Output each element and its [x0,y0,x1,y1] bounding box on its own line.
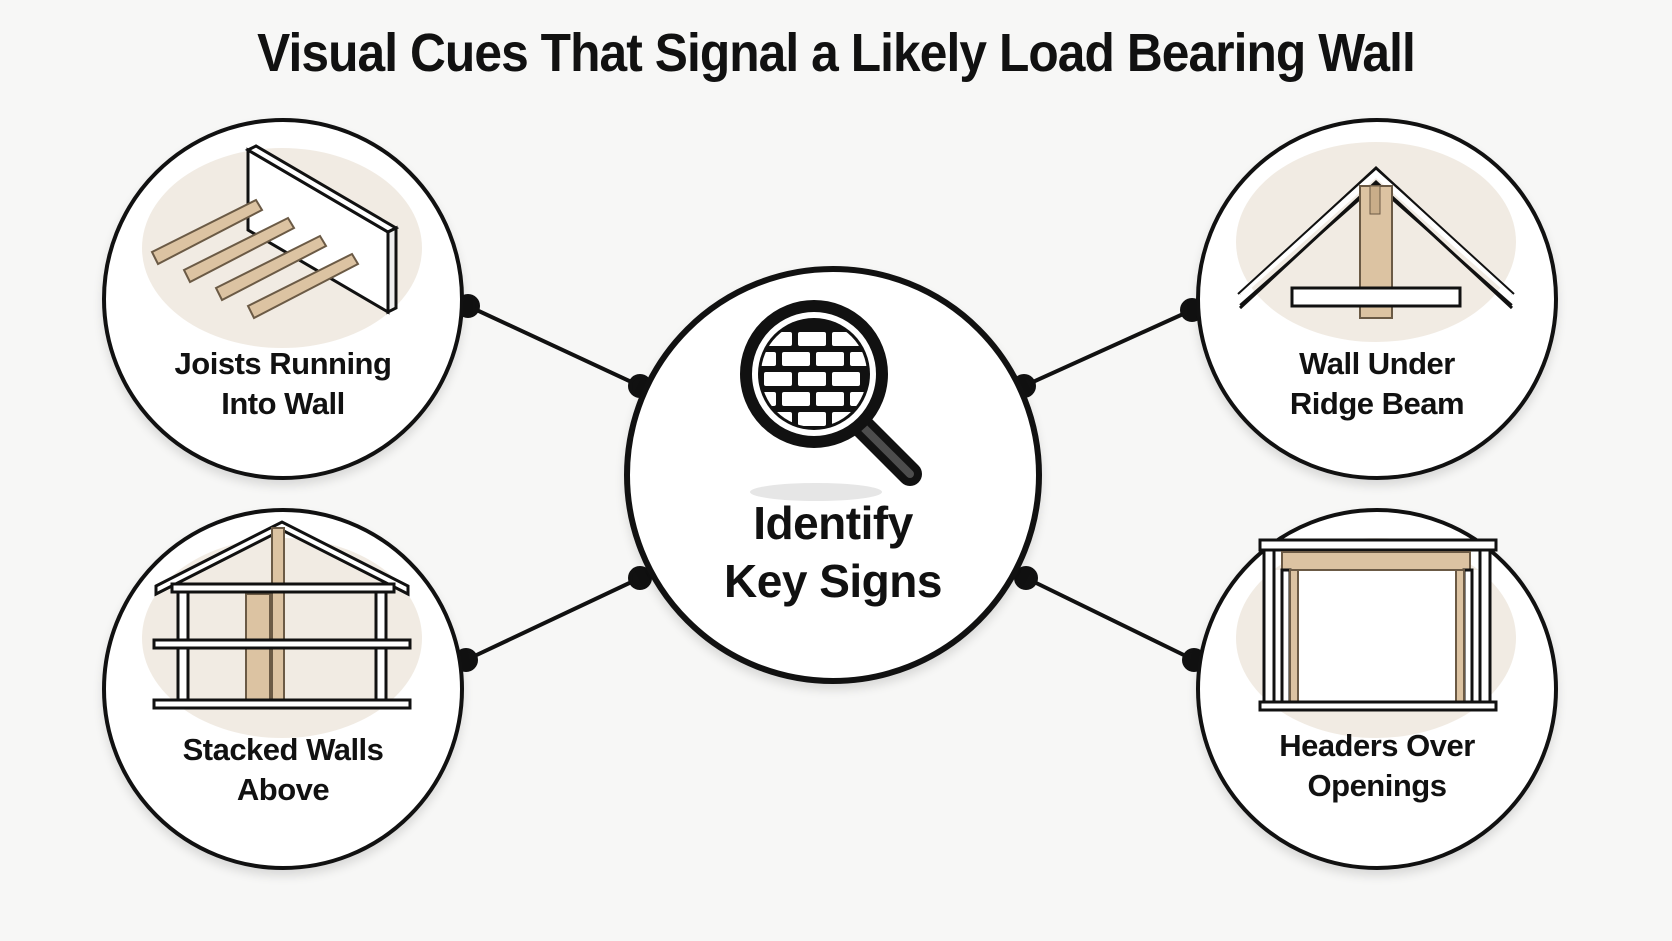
cue-node-ridge: Wall Under Ridge Beam [1196,118,1558,480]
connector-ridge [1023,308,1193,388]
cue-label-line1: Wall Under [1299,346,1455,381]
magnifier-brick-icon [740,300,922,501]
cue-label-line1: Stacked Walls [182,732,384,767]
header-opening-icon [1236,538,1516,738]
connector-dot [1014,566,1038,590]
cue-label-joists: Joists Running Into Wall [106,344,460,424]
cue-label-line1: Joists Running [174,346,392,381]
center-node: Identify Key Signs [624,266,1042,684]
cue-label-ridge: Wall Under Ridge Beam [1200,344,1554,424]
connector-dot [628,566,652,590]
cue-label-line2: Above [236,772,330,807]
center-label-line1: Identify [753,497,913,549]
cue-label-stacked: Stacked Walls Above [106,730,460,810]
cue-label-line2: Into Wall [221,386,345,421]
connector-headers [1025,576,1195,662]
cue-label-line2: Openings [1307,768,1447,803]
center-label: Identify Key Signs [630,494,1036,610]
joists-into-wall-icon [142,144,422,348]
page-title: Visual Cues That Signal a Likely Load Be… [257,23,1416,83]
connector-stacked [465,576,641,662]
center-label-line2: Key Signs [724,555,942,607]
ridge-beam-wall-icon [1236,142,1516,342]
connector-joists [467,304,641,388]
cue-node-joists: Joists Running Into Wall [102,118,464,480]
cue-label-line1: Headers Over [1279,728,1475,763]
cue-node-stacked: Stacked Walls Above [102,508,464,870]
cue-node-headers: Headers Over Openings [1196,508,1558,870]
cue-label-line2: Ridge Beam [1289,386,1465,421]
stacked-walls-icon [142,520,422,738]
cue-label-headers: Headers Over Openings [1200,726,1554,806]
